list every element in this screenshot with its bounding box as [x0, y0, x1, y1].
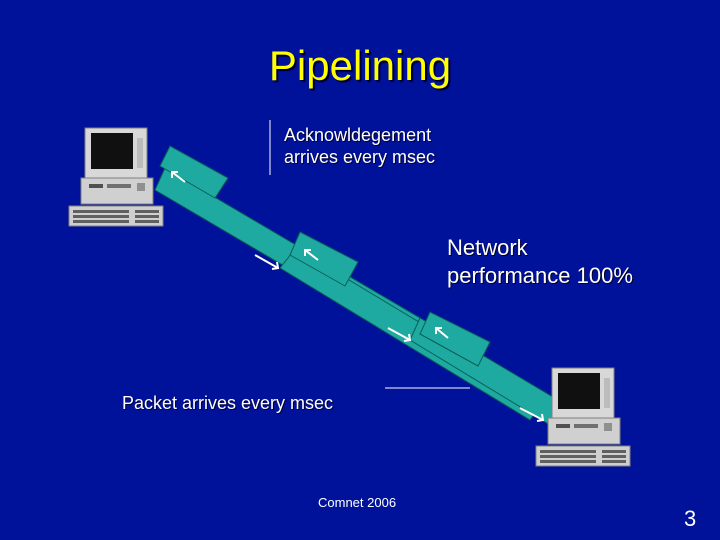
ack-box-1	[159, 145, 229, 199]
computer-icon	[68, 127, 164, 227]
ack-box-2	[289, 231, 359, 287]
footer-text: Comnet 2006	[318, 495, 397, 510]
arrow-icon	[387, 327, 412, 342]
slide-title: Pipelining	[268, 42, 452, 89]
arrow-icon	[519, 407, 545, 422]
arrow-icon	[171, 171, 186, 183]
network-label: Network performance 100%	[447, 235, 633, 288]
slide-number: 3	[684, 506, 697, 531]
arrow-icon	[435, 327, 449, 339]
ack-label: Acknowldegement arrives every msec	[284, 125, 436, 167]
ack-box-3	[419, 311, 491, 367]
arrow-icon	[304, 249, 319, 261]
arrow-icon	[254, 254, 280, 270]
packet-label: Packet arrives every msec	[122, 393, 334, 413]
